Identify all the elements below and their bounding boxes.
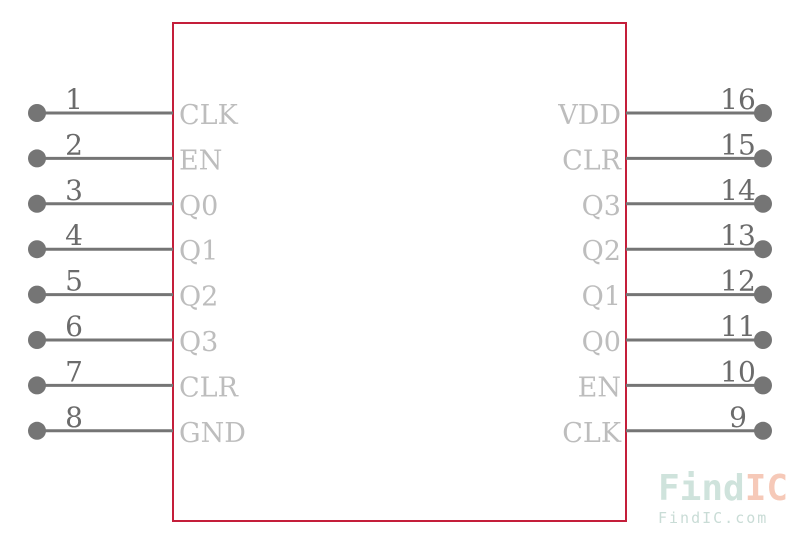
pin-name: Q0 (582, 327, 621, 358)
pin-terminal-dot (754, 331, 772, 349)
pin-number: 11 (720, 310, 756, 343)
watermark-logo: FindIC FindIC.com (658, 468, 788, 527)
pin-terminal-dot (28, 194, 46, 213)
pin-number: 12 (720, 265, 756, 298)
pin-terminal-dot (28, 240, 46, 259)
pin-name: CLR (562, 145, 622, 176)
pin-number: 4 (65, 219, 83, 252)
pin-terminal-dot (28, 421, 46, 440)
pin-terminal-dot (754, 240, 772, 259)
pin-number: 6 (65, 310, 83, 343)
pin-name: CLK (562, 418, 622, 449)
pin-name: Q2 (582, 236, 621, 267)
pin-name: VDD (557, 100, 621, 131)
pin-number: 15 (720, 128, 756, 161)
pin-number: 3 (65, 174, 83, 207)
pin-terminal-dot (28, 285, 46, 304)
pin-name: Q0 (179, 191, 218, 222)
pin-name: CLK (179, 100, 239, 131)
pin-number: 13 (720, 219, 756, 252)
pin-name: Q3 (179, 327, 218, 358)
pin-name: EN (179, 145, 222, 176)
pin-number: 9 (729, 401, 747, 434)
pin-number: 1 (65, 83, 83, 116)
pin-terminal-dot (28, 149, 46, 168)
pin-terminal-dot (28, 376, 46, 395)
pin-name: Q1 (179, 236, 218, 267)
pin-terminal-dot (28, 331, 46, 349)
pin-terminal-dot (754, 194, 772, 213)
pin-name: GND (179, 418, 246, 449)
pin-name: CLR (179, 372, 239, 403)
pin-terminal-dot (754, 421, 772, 440)
pin-number: 2 (65, 128, 83, 161)
pin-terminal-dot (754, 376, 772, 395)
pin-number: 8 (65, 401, 83, 434)
pin-number: 16 (720, 83, 756, 116)
pin-number: 14 (720, 174, 756, 207)
pin-terminal-dot (754, 149, 772, 168)
watermark-brand: FindIC (658, 468, 788, 509)
pin-name: Q3 (582, 191, 621, 222)
pin-name: Q1 (582, 282, 621, 313)
pin-name: Q2 (179, 282, 218, 313)
ic-body-outline (172, 22, 627, 522)
watermark-url: FindIC.com (658, 509, 768, 527)
pin-number: 5 (65, 265, 83, 298)
pin-name: EN (578, 372, 621, 403)
pin-terminal-dot (754, 285, 772, 304)
pin-number: 10 (720, 355, 756, 388)
pin-terminal-dot (754, 104, 772, 122)
pin-terminal-dot (28, 104, 46, 122)
pin-number: 7 (65, 355, 83, 388)
watermark-ic-text: IC (745, 468, 788, 509)
watermark-find-text: Find (658, 468, 745, 509)
